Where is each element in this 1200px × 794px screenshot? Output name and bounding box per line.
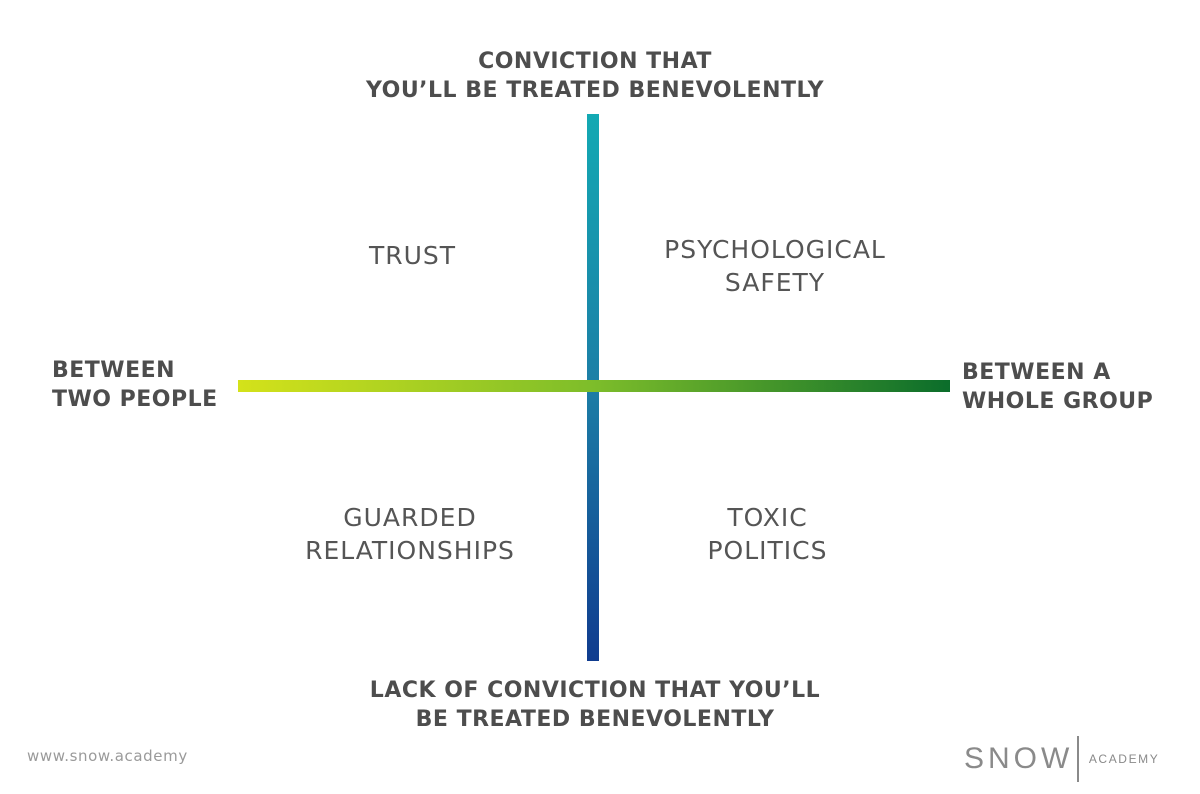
quadrant-guarded-relationships-line-2: RELATIONSHIPS [305, 536, 515, 565]
quadrant-trust-line-1: TRUST [368, 241, 457, 270]
axis-label-left: BETWEEN TWO PEOPLE [52, 356, 218, 414]
quadrant-guarded-relationships: GUARDED RELATIONSHIPS [270, 501, 550, 567]
logo-divider [1077, 736, 1079, 782]
axis-label-right: BETWEEN A WHOLE GROUP [962, 358, 1153, 416]
axis-label-top: CONVICTION THAT YOU’LL BE TREATED BENEVO… [300, 47, 890, 105]
axis-label-top-line-2: YOU’LL BE TREATED BENEVOLENTLY [365, 78, 825, 103]
quadrant-psychological-safety: PSYCHOLOGICAL SAFETY [630, 233, 920, 299]
axis-label-bottom-line-2: BE TREATED BENEVOLENTLY [415, 707, 775, 732]
snow-academy-logo: SNOW ACADEMY [964, 735, 1159, 783]
quadrant-psychological-safety-line-1: PSYCHOLOGICAL [664, 235, 886, 264]
logo-wordmark: SNOW [964, 742, 1074, 775]
axis-label-bottom-line-1: LACK OF CONVICTION THAT YOU’LL [369, 678, 821, 703]
horizontal-axis [238, 380, 950, 392]
logo-subtitle: ACADEMY [1088, 752, 1160, 766]
website-url: www.snow.academy [27, 747, 188, 765]
axis-label-right-line-2: WHOLE GROUP [962, 389, 1154, 414]
quadrant-trust: TRUST [310, 239, 515, 272]
quadrant-toxic-politics: TOXIC POLITICS [650, 501, 885, 567]
axis-label-top-line-1: CONVICTION THAT [478, 49, 712, 74]
axis-label-right-line-1: BETWEEN A [962, 360, 1111, 385]
axis-label-bottom: LACK OF CONVICTION THAT YOU’LL BE TREATE… [300, 676, 890, 734]
axis-label-left-line-2: TWO PEOPLE [52, 387, 218, 412]
quadrant-toxic-politics-line-1: TOXIC [727, 503, 808, 532]
quadrant-toxic-politics-line-2: POLITICS [707, 536, 828, 565]
quadrant-psychological-safety-line-2: SAFETY [724, 268, 826, 297]
axis-label-left-line-1: BETWEEN [52, 358, 176, 383]
quadrant-guarded-relationships-line-1: GUARDED [343, 503, 477, 532]
